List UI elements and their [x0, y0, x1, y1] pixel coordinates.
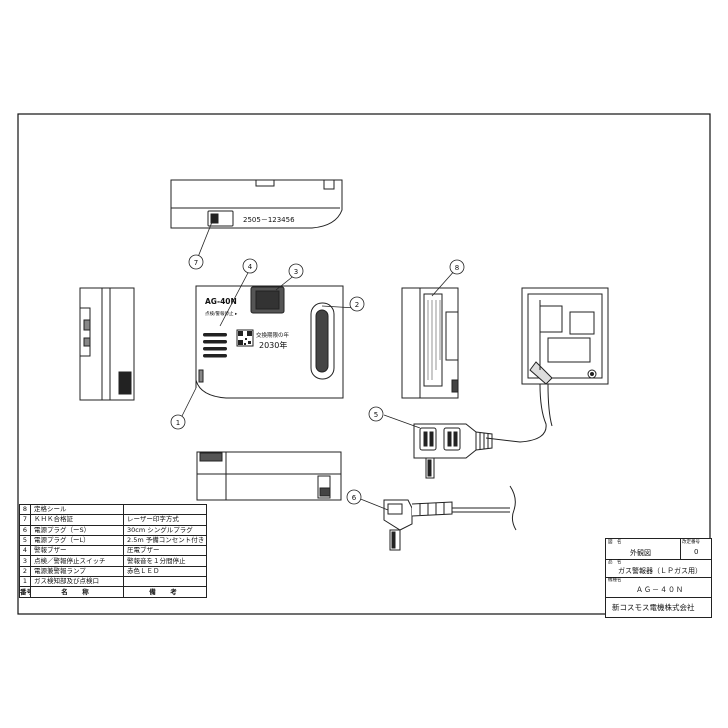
- plug-s: [383, 485, 517, 551]
- product-caption: 品 名: [608, 560, 622, 565]
- front-model-label: AG-40N: [205, 297, 237, 306]
- buzzer-grille: [203, 333, 227, 358]
- model-name: ＡＧ－４０Ｎ: [636, 586, 684, 594]
- callout-2: [349, 296, 365, 312]
- callout-8: [449, 259, 465, 275]
- alarm-lamp: [310, 302, 335, 380]
- table-header-row: 番号名 称備 考: [19, 586, 207, 598]
- left-side-view: [79, 287, 135, 401]
- top-view: [170, 179, 343, 229]
- callout-2-label: 2: [355, 301, 359, 309]
- callout-5: [368, 406, 384, 422]
- replace-year: 2030年: [259, 340, 287, 350]
- right-side-view: [401, 287, 459, 399]
- replace-label: 交換期限の年: [256, 331, 290, 339]
- title-block-drawing-row: 図 名 外観図 改定番号 0: [606, 539, 711, 560]
- callout-1-label: 1: [176, 419, 180, 427]
- drawing-name: 外観図: [630, 549, 651, 557]
- callout-6: [346, 489, 362, 505]
- front-switch-label: 点検/警報停止 ▸: [205, 310, 238, 317]
- drawing-caption: 図 名: [608, 540, 622, 545]
- bottom-view: [196, 451, 342, 501]
- callout-4-label: 4: [248, 263, 253, 271]
- callout-3: [288, 263, 304, 279]
- khk-seal: [207, 210, 234, 227]
- company-name: 新コスモス電機株式会社: [612, 603, 695, 612]
- revision-caption: 改定番号: [682, 540, 700, 545]
- rear-view: [521, 287, 609, 385]
- title-block-company-row: 新コスモス電機株式会社: [606, 597, 711, 617]
- callout-8-label: 8: [455, 264, 459, 272]
- serial-number: 2505－123456: [243, 216, 295, 224]
- callout-6-label: 6: [352, 494, 357, 502]
- front-view: [195, 285, 344, 399]
- model-caption: 機種名: [608, 578, 622, 583]
- callout-3-label: 3: [294, 268, 298, 276]
- cord-l: [485, 383, 553, 443]
- revision-number: 0: [694, 548, 699, 556]
- callout-5-label: 5: [374, 411, 378, 419]
- title-block: 図 名 外観図 改定番号 0 品 名 ガス警報器（ＬＰガス用） 機種名 ＡＧ－４…: [605, 538, 712, 618]
- plug-l: [413, 423, 493, 479]
- callout-4: [242, 258, 258, 274]
- callout-1: [170, 414, 186, 430]
- title-block-product-row: 品 名 ガス警報器（ＬＰガス用）: [606, 559, 711, 578]
- title-block-model-row: 機種名 ＡＧ－４０Ｎ: [606, 577, 711, 598]
- rating-seal: [423, 293, 443, 387]
- callouts: [170, 221, 465, 511]
- callout-7: [188, 254, 204, 270]
- sheet-border: [17, 113, 711, 615]
- product-name: ガス警報器（ＬＰガス用）: [618, 567, 702, 575]
- callout-7-label: 7: [194, 259, 198, 267]
